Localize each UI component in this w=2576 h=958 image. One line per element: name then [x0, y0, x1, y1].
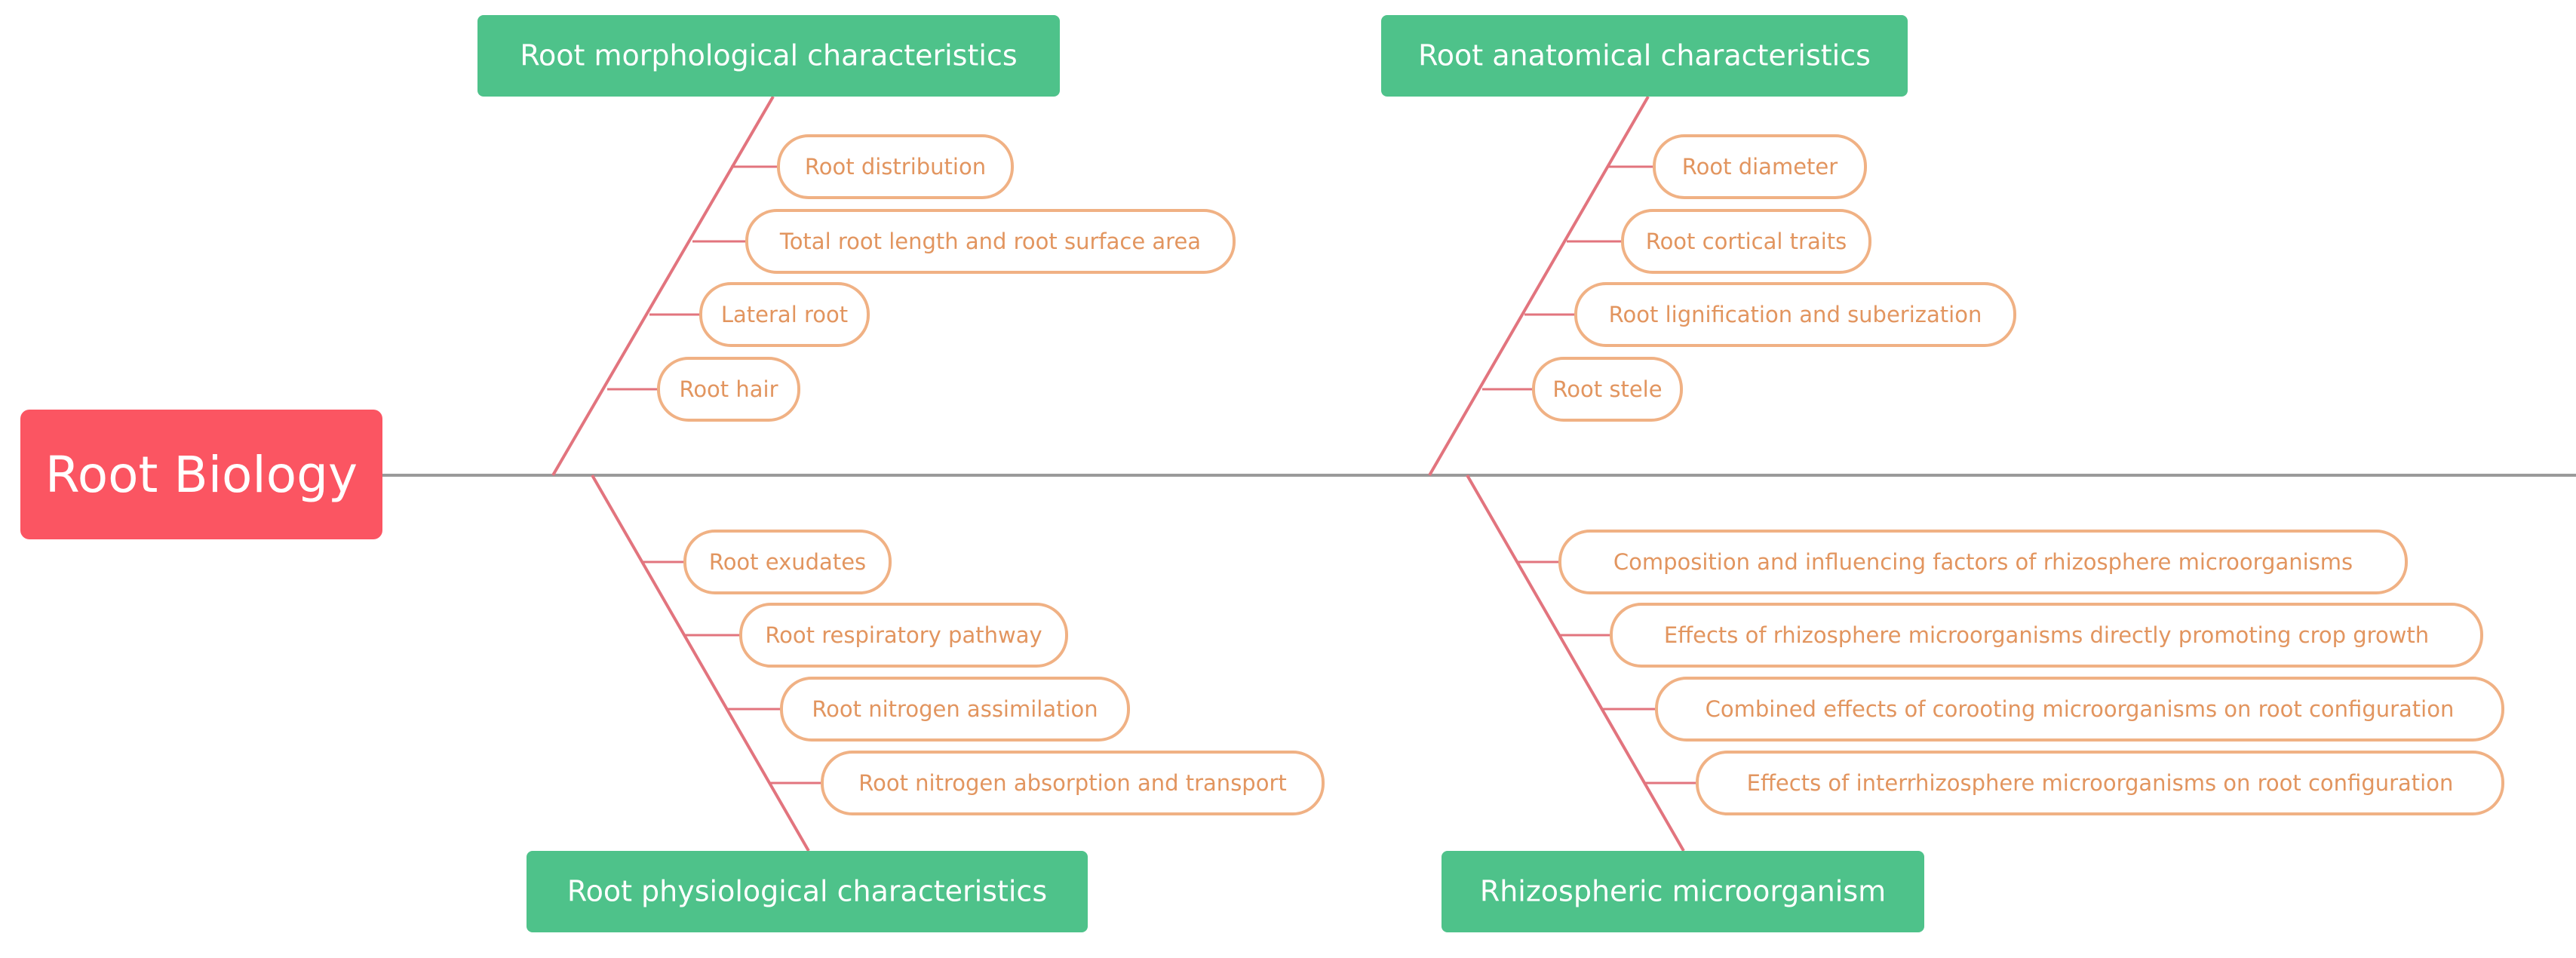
category-node-physiological[interactable]: Root physiological characteristics: [527, 851, 1088, 932]
svg-text:Lateral root: Lateral root: [721, 302, 848, 327]
root-label: Root Biology: [45, 446, 358, 504]
svg-text:Composition and influencing fa: Composition and influencing factors of r…: [1613, 549, 2353, 575]
svg-text:Root nitrogen assimilation: Root nitrogen assimilation: [812, 696, 1098, 722]
leaf-anatomical-1[interactable]: Root diameter: [1653, 134, 1867, 199]
category-label-rhizospheric: Rhizospheric microorganism: [1480, 875, 1886, 908]
leaf-anatomical-4[interactable]: Root stele: [1532, 357, 1683, 422]
leaf-anatomical-3[interactable]: Root lignification and suberization: [1574, 282, 2016, 347]
leaf-physiological-1[interactable]: Root exudates: [683, 530, 892, 594]
leaf-morphological-3[interactable]: Lateral root: [699, 282, 870, 347]
leaf-morphological-1[interactable]: Root distribution: [777, 134, 1014, 199]
svg-text:Root stele: Root stele: [1552, 376, 1662, 402]
category-label-anatomical: Root anatomical characteristics: [1418, 39, 1871, 72]
leaf-physiological-3[interactable]: Root nitrogen assimilation: [780, 677, 1130, 742]
svg-text:Root diameter: Root diameter: [1682, 154, 1838, 180]
leaf-physiological-4[interactable]: Root nitrogen absorption and transport: [821, 751, 1325, 815]
bone-line-anatomical: [1428, 95, 1650, 477]
bone-line-physiological: [591, 474, 810, 852]
bone-line-morphological: [551, 95, 775, 477]
leaf-rhizospheric-1[interactable]: Composition and influencing factors of r…: [1558, 530, 2408, 594]
svg-text:Root cortical traits: Root cortical traits: [1646, 229, 1847, 254]
category-label-physiological: Root physiological characteristics: [567, 875, 1047, 908]
category-node-anatomical[interactable]: Root anatomical characteristics: [1381, 15, 1908, 97]
bone-line-rhizospheric: [1466, 474, 1685, 852]
svg-text:Effects of interrhizosphere mi: Effects of interrhizosphere microorganis…: [1747, 770, 2454, 796]
svg-text:Root distribution: Root distribution: [805, 154, 986, 180]
svg-text:Root lignification and suberiz: Root lignification and suberization: [1609, 302, 1982, 327]
svg-text:Combined effects of corooting: Combined effects of corooting microorgan…: [1706, 696, 2455, 722]
category-node-morphological[interactable]: Root morphological characteristics: [477, 15, 1060, 97]
leaf-anatomical-2[interactable]: Root cortical traits: [1621, 209, 1871, 274]
leaf-rhizospheric-4[interactable]: Effects of interrhizosphere microorganis…: [1696, 751, 2504, 815]
leaf-physiological-2[interactable]: Root respiratory pathway: [739, 603, 1068, 668]
svg-text:Total root length and root sur: Total root length and root surface area: [779, 229, 1201, 254]
root-node[interactable]: Root Biology: [20, 410, 382, 539]
leaf-rhizospheric-2[interactable]: Effects of rhizosphere microorganisms di…: [1610, 603, 2483, 668]
svg-text:Root nitrogen absorption and t: Root nitrogen absorption and transport: [858, 770, 1287, 796]
svg-text:Root exudates: Root exudates: [709, 549, 866, 575]
leaf-morphological-4[interactable]: Root hair: [657, 357, 800, 422]
svg-text:Root respiratory pathway: Root respiratory pathway: [765, 622, 1042, 648]
leaf-rhizospheric-3[interactable]: Combined effects of corooting microorgan…: [1655, 677, 2504, 742]
svg-text:Root hair: Root hair: [679, 376, 778, 402]
leaf-morphological-2[interactable]: Total root length and root surface area: [745, 209, 1236, 274]
svg-text:Effects of rhizosphere microor: Effects of rhizosphere microorganisms di…: [1664, 622, 2429, 648]
category-node-rhizospheric[interactable]: Rhizospheric microorganism: [1442, 851, 1924, 932]
category-label-morphological: Root morphological characteristics: [520, 39, 1017, 72]
